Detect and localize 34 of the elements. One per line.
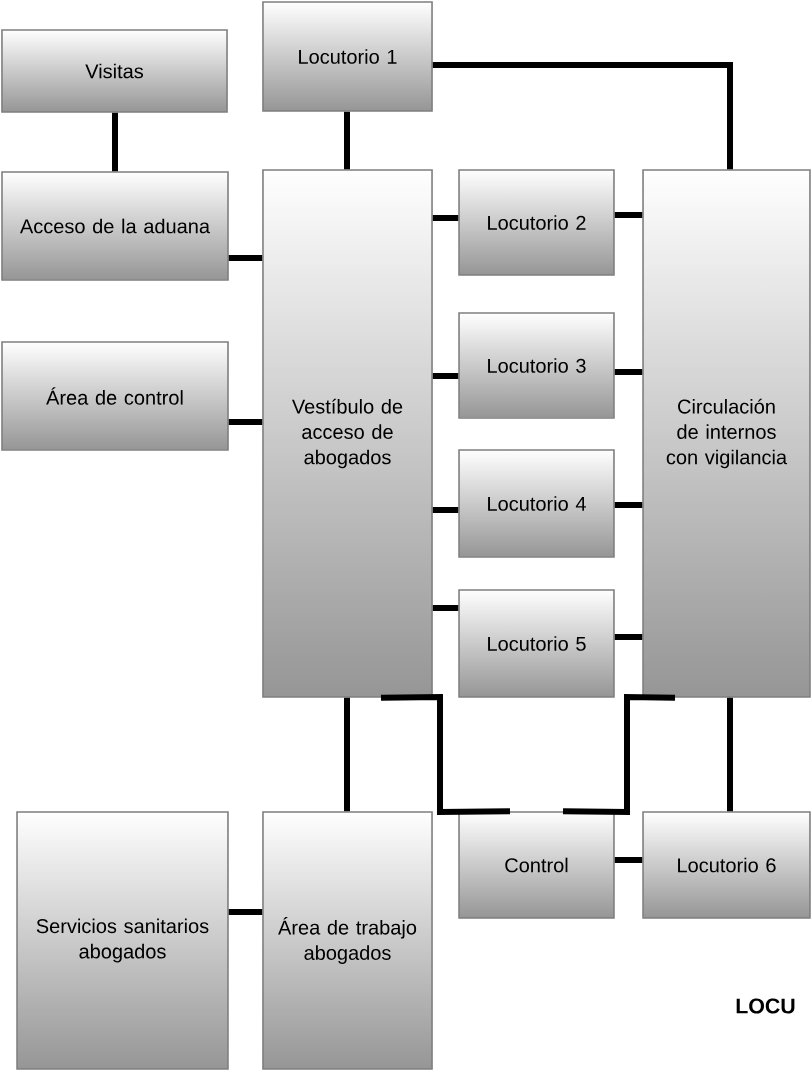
room-box: Acceso de la aduana [1, 171, 229, 281]
connector-line [344, 111, 350, 170]
connector-line [228, 909, 263, 915]
room-box: Locutorio 6 [642, 811, 811, 919]
connector-line [614, 212, 643, 218]
room-box: Locutorio 1 [262, 1, 433, 112]
connector-line [562, 693, 676, 816]
connector-line [432, 605, 459, 611]
connector-line [432, 373, 459, 379]
room-box: Vestíbulo de acceso de abogados [262, 169, 433, 698]
connector-line [344, 697, 350, 812]
room-box: Área de trabajo abogados [262, 811, 433, 1070]
room-box: Locutorio 2 [458, 169, 615, 276]
room-box: Servicios sanitarios abogados [16, 811, 229, 1070]
connector-line [228, 419, 263, 425]
connector-line [614, 857, 643, 863]
room-box: Control [458, 811, 615, 919]
connector-line [112, 112, 118, 172]
room-box: Área de control [1, 341, 229, 451]
connector-line [614, 369, 643, 375]
connector-line [380, 693, 511, 816]
room-box: Locutorio 5 [458, 589, 615, 698]
connector-line [432, 507, 459, 513]
connector-line [614, 634, 643, 640]
room-box: Visitas [1, 29, 228, 113]
room-box: Locutorio 4 [458, 449, 615, 558]
page-title: LOCU [736, 998, 795, 1014]
connector-line [432, 215, 459, 221]
connector-line [614, 502, 643, 508]
connector-line [727, 697, 733, 812]
connector-line [228, 255, 263, 261]
room-box: Locutorio 3 [458, 312, 615, 419]
room-box: Circulación de internos con vigilancia [642, 169, 811, 698]
connector-line [432, 62, 733, 170]
